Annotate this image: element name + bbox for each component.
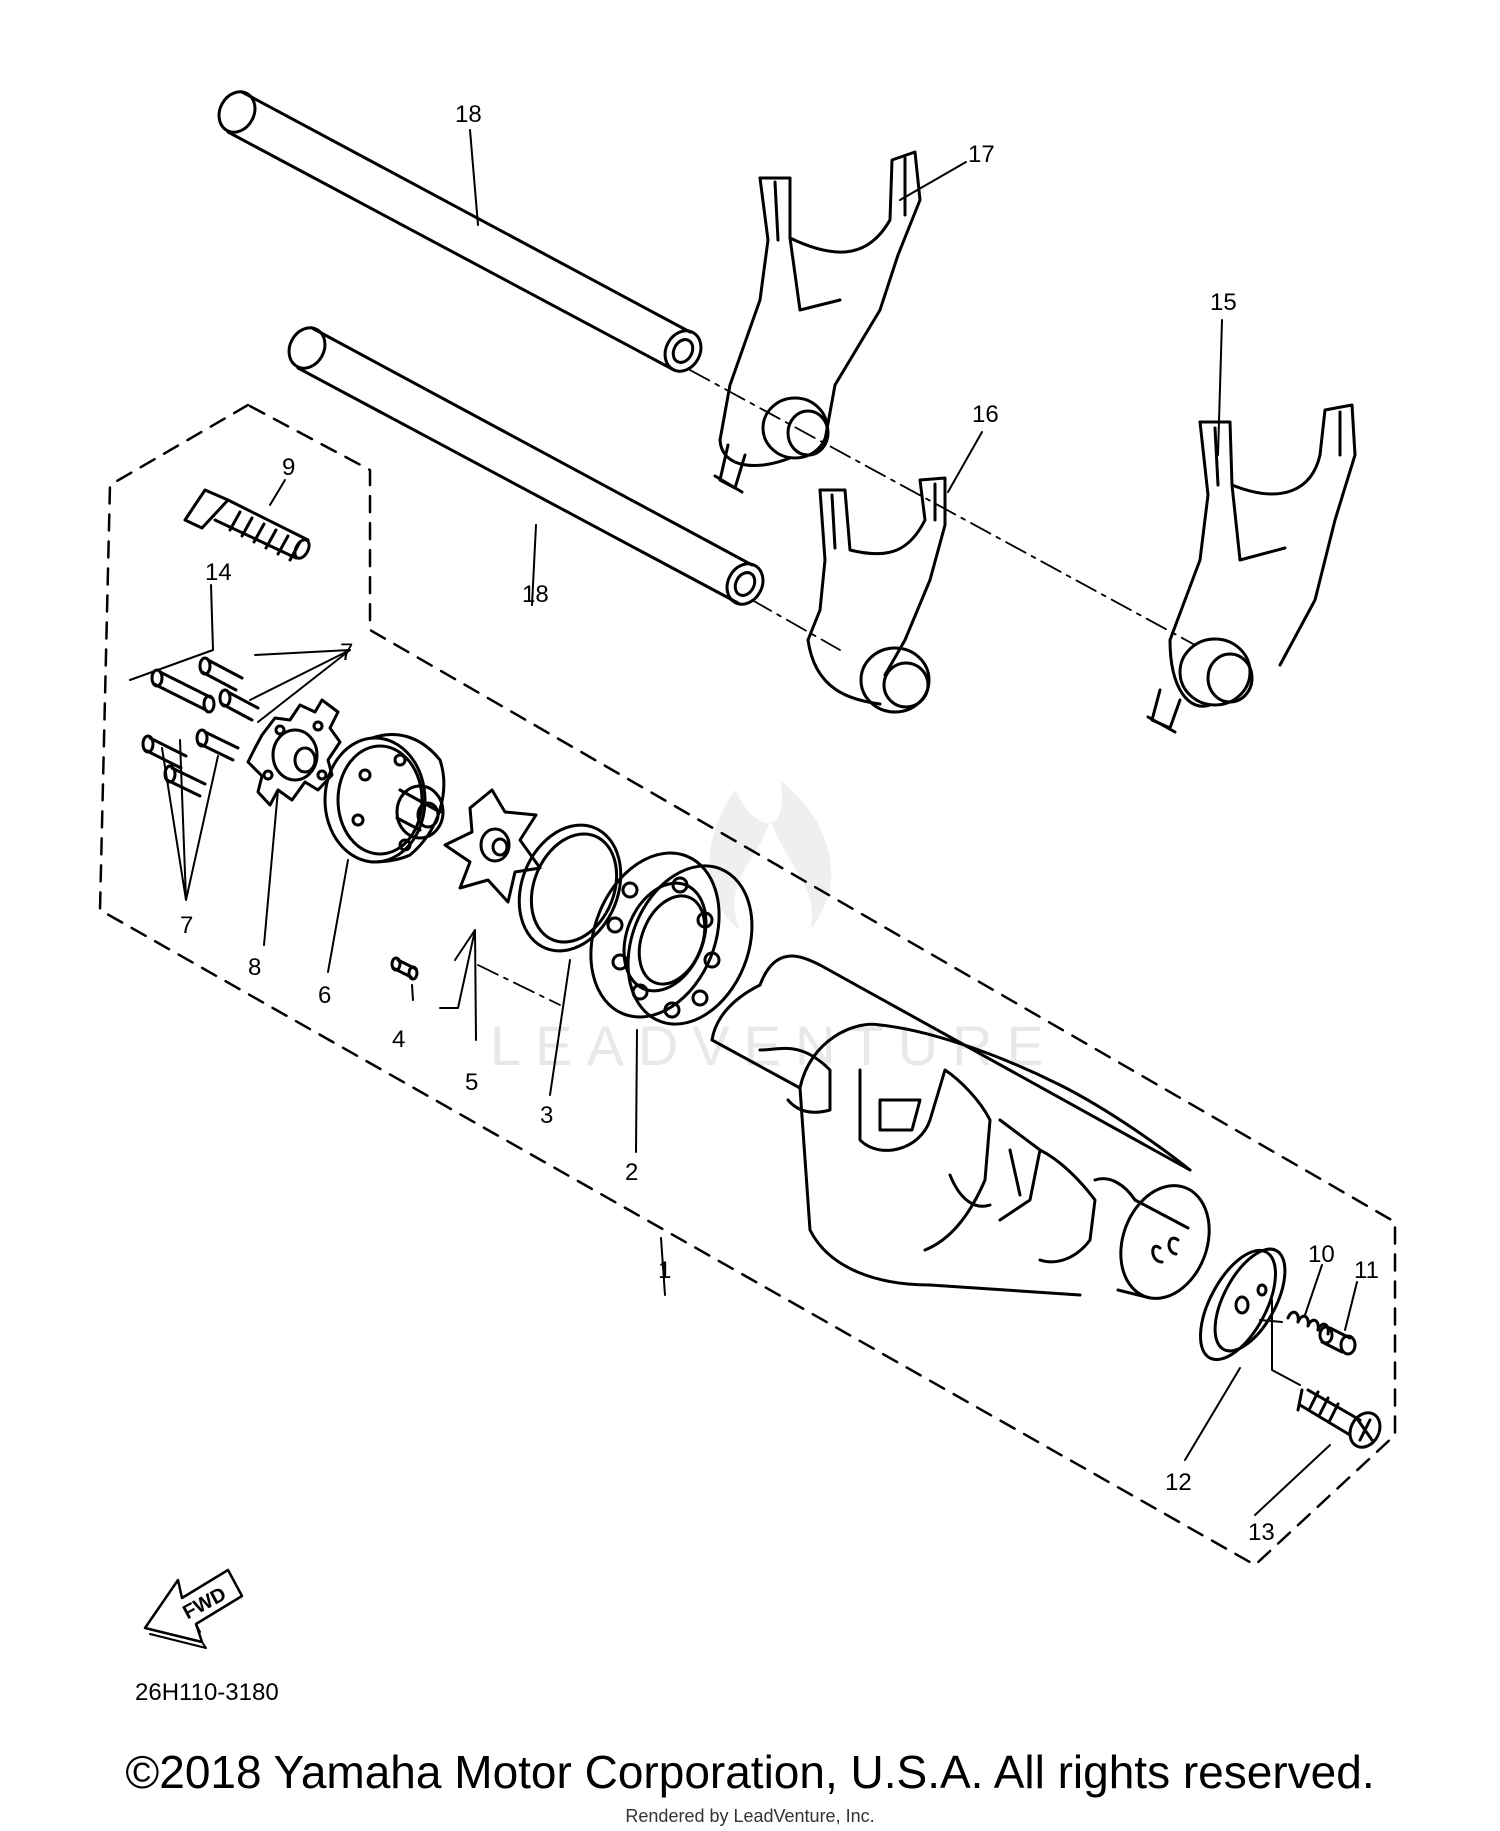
- callout-17: 17: [968, 141, 995, 168]
- diagram-part-code: 26H110-3180: [135, 1679, 279, 1706]
- callout-4: 4: [392, 1026, 405, 1053]
- assembly-outline: [98, 403, 1397, 1567]
- callout-16: 16: [972, 401, 999, 428]
- callout-5: 5: [465, 1069, 478, 1096]
- shift-drum-1: [710, 954, 1211, 1300]
- bearing-2: [589, 851, 754, 1026]
- screw-9: [183, 488, 311, 562]
- callout-labels: 1 2 3 4 5 6 7 7 8 9 10 11 12 13 14 15 16…: [180, 101, 1379, 1546]
- callout-6: 6: [318, 982, 331, 1009]
- callout-3: 3: [540, 1102, 553, 1129]
- screw-13: [1296, 1388, 1382, 1449]
- centre-lines: [477, 369, 1196, 1006]
- callout-14: 14: [205, 559, 232, 586]
- segment-plate-8: [246, 698, 342, 807]
- shift-fork-guide-bar-lower: [287, 326, 765, 606]
- shift-fork-16: [806, 476, 947, 714]
- callout-18a: 18: [455, 101, 482, 128]
- pin-4: [390, 956, 419, 981]
- callout-18b: 18: [522, 581, 549, 608]
- watermark: LEADVENTURE: [490, 780, 1058, 1077]
- spring-10: [1286, 1310, 1330, 1336]
- callout-12: 12: [1165, 1469, 1192, 1496]
- shift-fork-guide-bar-upper: [217, 90, 703, 373]
- callout-9: 9: [282, 454, 295, 481]
- copyright-notice: ©2018 Yamaha Motor Corporation, U.S.A. A…: [125, 1746, 1375, 1798]
- callout-2: 2: [625, 1159, 638, 1186]
- callout-10: 10: [1308, 1241, 1335, 1268]
- callout-1: 1: [658, 1257, 671, 1284]
- callout-7b: 7: [180, 912, 193, 939]
- rendered-by-notice: Rendered by LeadVenture, Inc.: [625, 1806, 875, 1826]
- callout-11: 11: [1354, 1257, 1379, 1284]
- leader-lines: [129, 129, 1358, 1516]
- callout-7a: 7: [340, 639, 353, 666]
- dowel-pins: [141, 656, 260, 798]
- pin-11: [1318, 1325, 1357, 1356]
- fwd-arrow-icon: FWD: [143, 1568, 244, 1649]
- watermark-text: LEADVENTURE: [490, 1014, 1058, 1077]
- exploded-parts-diagram: LEADVENTURE: [98, 90, 1397, 1706]
- stopper-plate-5: [443, 788, 542, 904]
- shift-fork-15: [1146, 403, 1357, 734]
- callout-13: 13: [1248, 1519, 1275, 1546]
- callout-15: 15: [1210, 289, 1237, 316]
- oil-seal-3: [517, 823, 623, 953]
- shift-drum-segment-6: [323, 733, 446, 864]
- shift-fork-17: [713, 150, 922, 494]
- callout-8: 8: [248, 954, 261, 981]
